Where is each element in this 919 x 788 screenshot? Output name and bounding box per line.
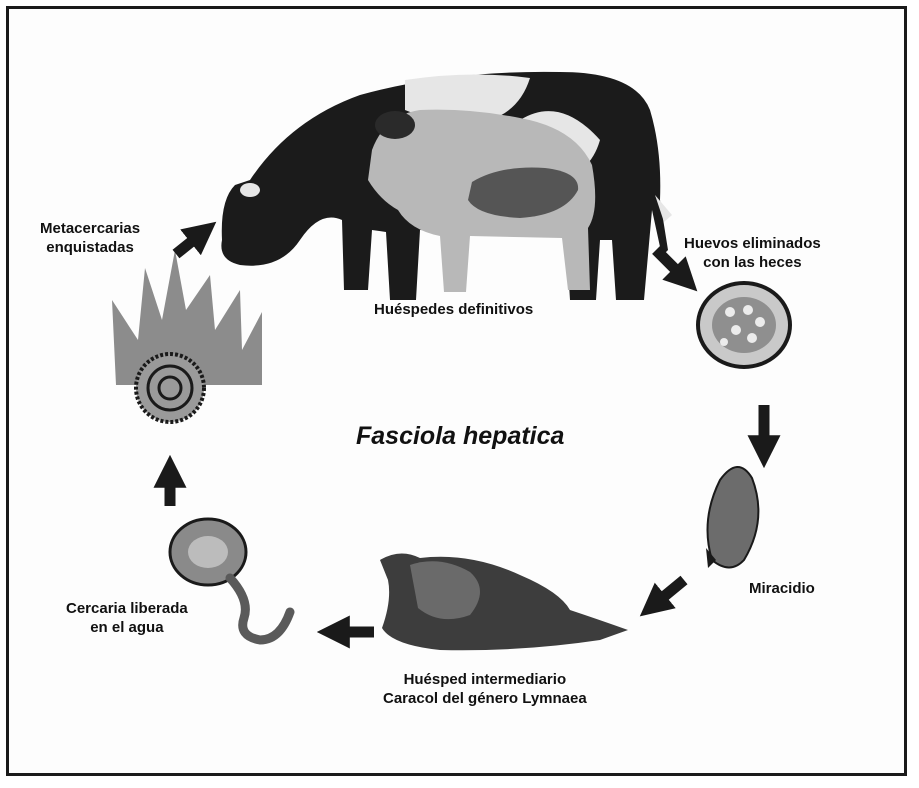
label-eggs-line2: con las heces xyxy=(684,253,821,272)
label-cercaria: Cercaria liberada en el agua xyxy=(66,599,188,637)
cercaria-icon xyxy=(170,519,290,640)
label-intermediate-line1: Huésped intermediario xyxy=(383,670,587,689)
diagram-title: Fasciola hepatica xyxy=(356,422,564,451)
miracidium-icon xyxy=(706,467,758,568)
snail-icon xyxy=(380,553,628,650)
label-intermediate-line2: Caracol del género Lymnaea xyxy=(383,689,587,708)
label-metacercaria-line1: Metacercarias xyxy=(40,219,140,238)
label-eggs: Huevos eliminados con las heces xyxy=(684,234,821,272)
label-metacercaria-line2: enquistadas xyxy=(40,238,140,257)
egg-icon xyxy=(698,283,790,367)
label-eggs-line1: Huevos eliminados xyxy=(684,234,821,253)
label-intermediate-host: Huésped intermediario Caracol del género… xyxy=(383,670,587,708)
label-definitive-hosts: Huéspedes definitivos xyxy=(374,300,533,319)
label-cercaria-line2: en el agua xyxy=(66,618,188,637)
label-miracidium: Miracidio xyxy=(749,579,815,598)
metacercaria-cyst-icon xyxy=(136,354,204,422)
label-cercaria-line1: Cercaria liberada xyxy=(66,599,188,618)
label-metacercaria: Metacercarias enquistadas xyxy=(40,219,140,257)
